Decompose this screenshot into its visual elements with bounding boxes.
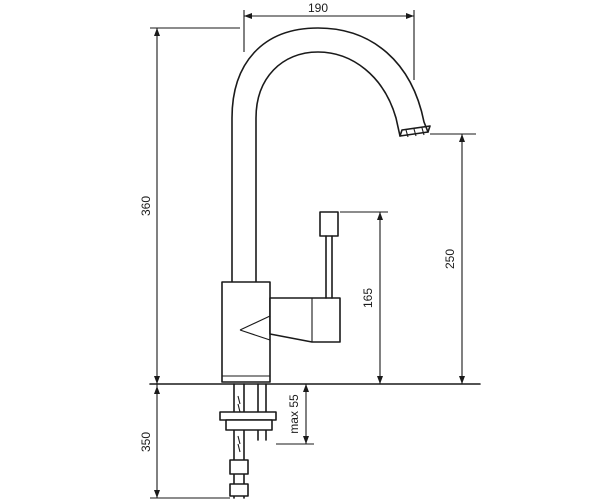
- spout-inner-curve: [255, 51, 401, 283]
- dimension-label-350: 350: [139, 432, 153, 452]
- hose-fitting: [229, 459, 249, 475]
- faucet-outline: [221, 27, 431, 383]
- spout-tip: [399, 125, 431, 137]
- dimension-total-height: 360: [139, 27, 240, 384]
- spout-outer-curve: [231, 27, 429, 283]
- dimension-shank-length: 350: [139, 384, 230, 499]
- dimension-spout-height: 250: [430, 133, 476, 384]
- mounting-shank: [219, 383, 277, 499]
- dimension-label-360: 360: [139, 196, 153, 216]
- hose-fitting-lower: [229, 483, 249, 497]
- dimension-spout-reach: 190: [243, 1, 415, 80]
- lever-housing: [269, 297, 341, 343]
- dimension-label-250: 250: [443, 249, 457, 269]
- dimension-max-worktop: max 55: [276, 384, 314, 445]
- dimension-label-165: 165: [361, 288, 375, 308]
- dimension-lever-height: 165: [340, 211, 388, 384]
- mounting-nut: [225, 419, 273, 431]
- dimension-label-190: 190: [308, 1, 328, 15]
- lever-handle-cap: [319, 211, 339, 237]
- dimension-label-max-55: max 55: [287, 394, 301, 434]
- mounting-washer: [219, 411, 277, 421]
